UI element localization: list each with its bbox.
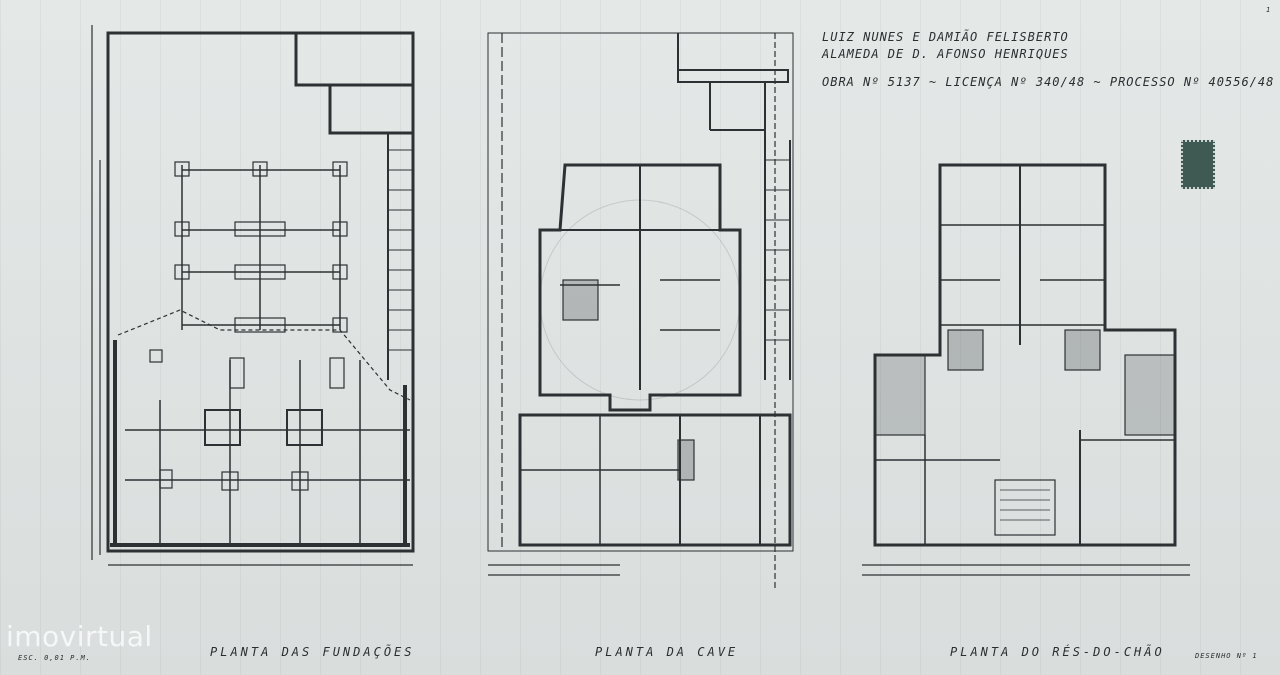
permit-line: OBRA Nº 5137 ~ LICENÇA Nº 340/48 ~ PROCE…: [822, 75, 1275, 89]
foundation-plan: [91, 25, 415, 566]
tax-stamp: [1181, 140, 1215, 189]
plan-title-foundations: PLANTA DAS FUNDAÇÕES: [210, 645, 415, 659]
plan-title-basement: PLANTA DA CAVE: [595, 645, 739, 659]
plan-title-ground-floor: PLANTA DO RÉS-DO-CHÃO: [950, 645, 1165, 659]
watermark: imovirtual: [6, 620, 153, 653]
site-address: ALAMEDA DE D. AFONSO HENRIQUES: [822, 47, 1069, 61]
ground-floor-plan: [862, 163, 1190, 576]
page-number: 1: [1266, 6, 1272, 14]
drawing-number: DESENHO Nº 1: [1195, 652, 1258, 660]
owner-names: LUIZ NUNES E DAMIÃO FELISBERTO: [822, 30, 1069, 44]
scale-note: ESC. 0,01 P.M.: [18, 654, 92, 662]
basement-plan: [487, 32, 794, 590]
